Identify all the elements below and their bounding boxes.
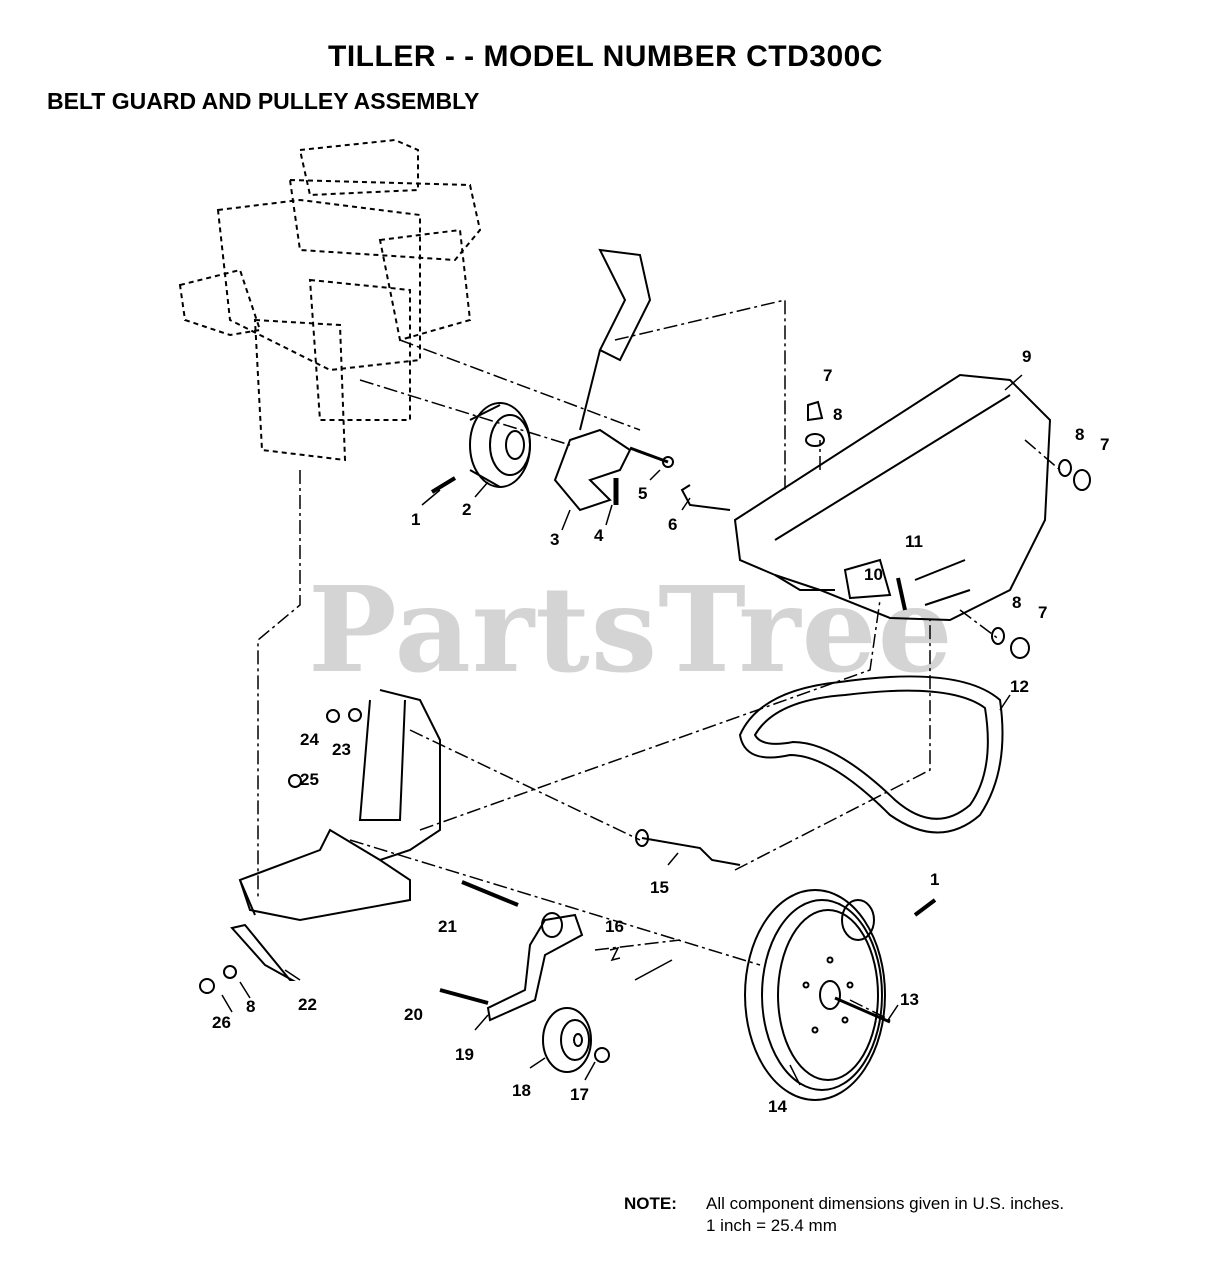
note-line-2: 1 inch = 25.4 mm [706,1216,837,1235]
partstree-watermark: PartsTree [308,560,954,699]
note-label: NOTE: [624,1194,677,1213]
hook-rod-6 [680,484,731,511]
diagram-title: TILLER - - MODEL NUMBER CTD300C [328,40,883,73]
idler-pulley [542,1007,592,1073]
callout-8: 8 [833,405,842,424]
callout-7c: 7 [1038,603,1047,622]
callout-15: 15 [650,878,669,897]
callout-18: 18 [512,1081,531,1100]
set-screw-top [430,476,457,494]
callout-2: 2 [462,500,471,519]
screw-11 [896,577,907,611]
callout-24: 24 [300,730,319,749]
callout-23: 23 [332,740,351,759]
callout-numbers: 1 2 3 4 5 6 7 8 9 8 7 11 10 8 7 12 24 23… [212,347,1109,1116]
callout-4: 4 [594,526,604,545]
callout-9: 9 [1022,347,1031,366]
callout-13: 13 [900,990,919,1009]
callout-12: 12 [1010,677,1029,696]
callout-8b: 8 [1075,425,1084,444]
note-line-1: All component dimensions given in U.S. i… [706,1194,1065,1213]
callout-3: 3 [550,530,559,549]
callout-10: 10 [864,565,883,584]
idler-arm [486,912,584,1022]
set-screw-bottom [913,898,937,917]
engine-pulley [469,402,531,488]
assembly-subtitle: BELT GUARD AND PULLEY ASSEMBLY [47,88,480,114]
drive-pulley [744,889,886,1101]
dimension-note: NOTE: All component dimensions given in U… [624,1193,1064,1237]
callout-5: 5 [638,484,647,503]
engine-outline [178,138,482,462]
callout-20: 20 [404,1005,423,1024]
callout-7b: 7 [1100,435,1109,454]
callout-1b: 1 [930,870,939,889]
callout-26: 26 [212,1013,231,1032]
callout-22: 22 [298,995,317,1014]
callout-17: 17 [570,1085,589,1104]
callout-7: 7 [823,366,832,385]
callout-11: 11 [905,532,923,551]
callout-1: 1 [411,510,420,529]
deflector-plate [230,923,296,981]
pivot-shaft [461,880,519,907]
callout-21: 21 [438,917,457,936]
bolt-5 [629,446,669,464]
cap-nut-washer-hardware [805,400,1091,659]
callout-8c: 8 [1012,593,1021,612]
belt-guard-bracket [553,248,652,512]
callout-6: 6 [668,515,677,534]
belt-guard [733,373,1052,622]
callout-14: 14 [768,1097,787,1116]
callout-leaders [221,374,1023,1086]
idler-mounting-plate [238,689,441,922]
idler-rod [641,837,741,866]
v-belt [738,675,1004,834]
callout-16: 16 [605,917,624,936]
callout-8d: 8 [246,997,255,1016]
assembly-leader-lines [257,299,1061,1021]
spring [609,946,673,981]
callout-19: 19 [455,1045,474,1064]
bolt-13 [834,996,891,1024]
callout-25: 25 [300,770,319,789]
bolt-20 [439,988,489,1005]
